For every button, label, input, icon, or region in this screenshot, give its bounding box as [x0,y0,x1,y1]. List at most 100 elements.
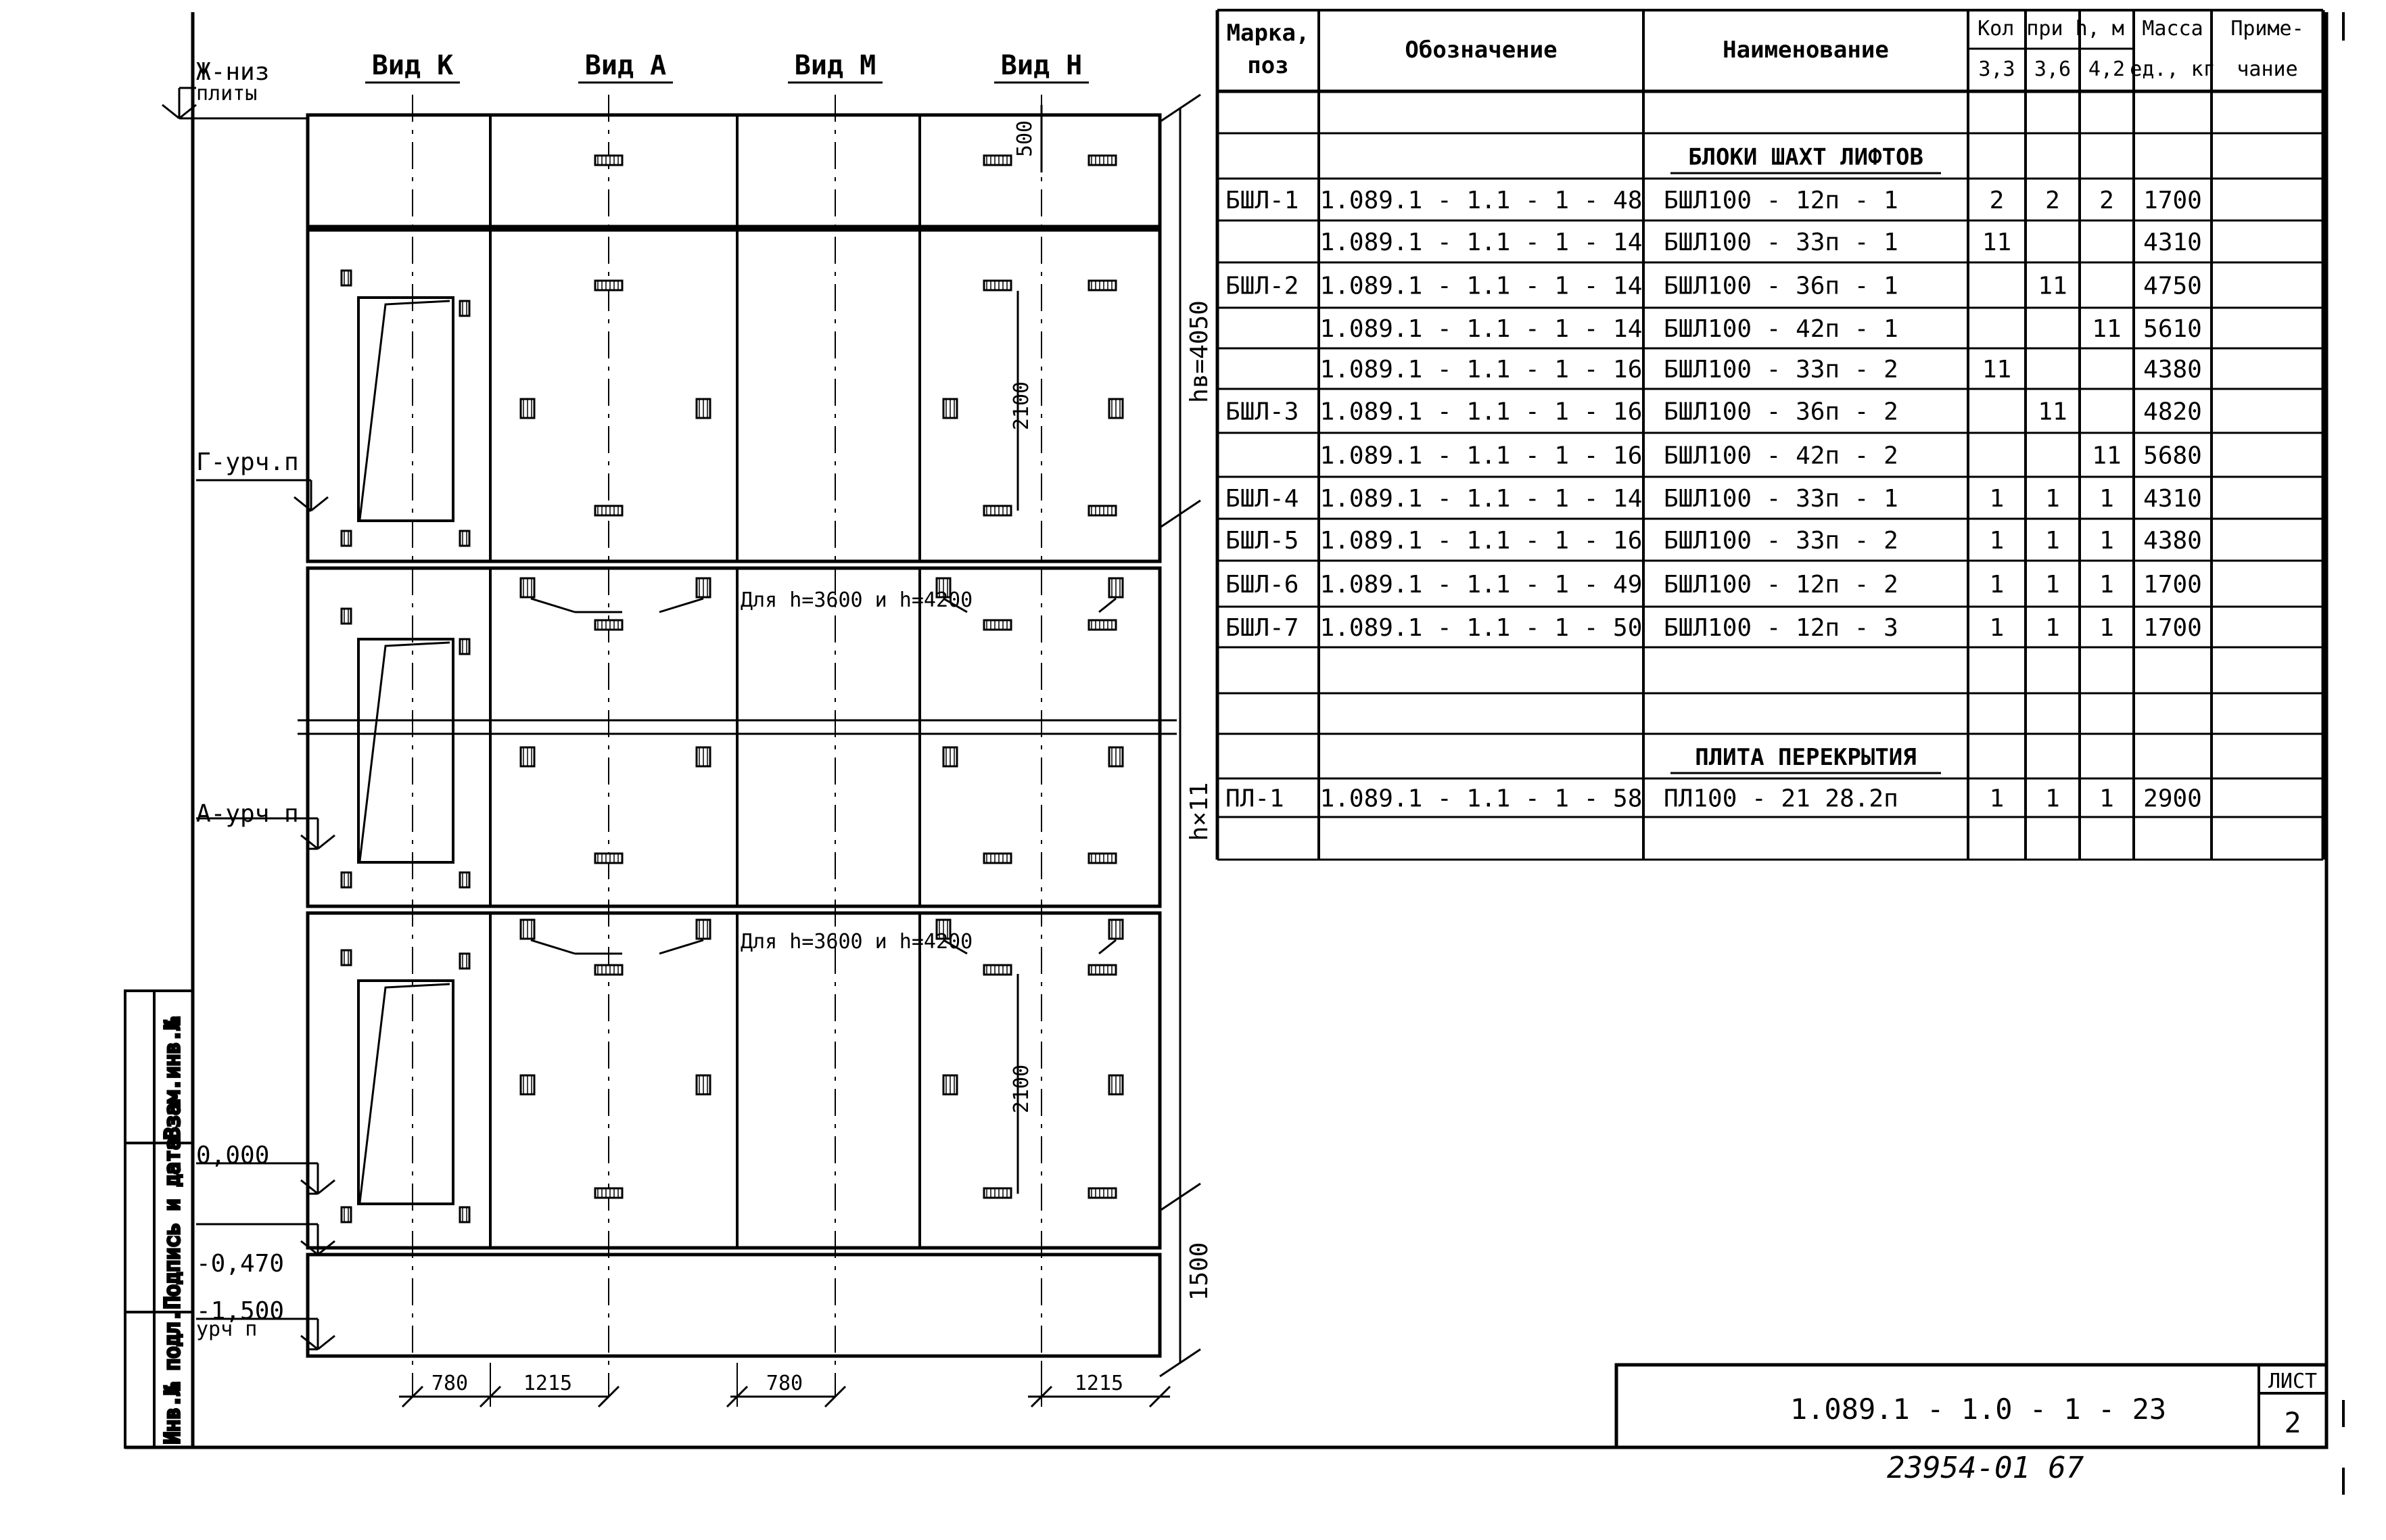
row-designation: 1.089.1 - 1.1 - 1 - 16 [1320,398,1643,426]
dim-bottom: 780 [766,1372,803,1395]
note-leader [530,939,576,955]
embed-plate [459,952,471,970]
section-title: БЛОКИ ШАХТ ЛИФТОВ [1688,144,1923,171]
row-designation: 1.089.1 - 1.1 - 1 - 16 [1320,356,1643,383]
row-name: БШЛ100 - 33п - 1 [1664,229,1898,256]
note-text: Для h=3600 и h=4200 [741,930,973,954]
row-qty: 1 [2099,485,2114,513]
row-qty: 11 [1982,229,2011,256]
row-qty: 1 [2099,785,2114,813]
dim-tick [1159,1348,1201,1378]
row-designation: 1.089.1 - 1.1 - 1 - 16 [1320,527,1643,555]
row-mass: 4310 [2143,485,2202,513]
note-leader [943,939,968,955]
row-qty: 1 [2099,571,2114,599]
row-designation: 1.089.1 - 1.1 - 1 - 50 [1320,614,1643,642]
row-qty: 11 [2038,273,2067,300]
row-qty: 1 [1990,571,2005,599]
level-label: Г-урч.п [196,448,299,476]
level-tick [162,103,180,120]
view-title-1: Вид А [585,50,666,81]
door-swing [358,983,450,1203]
row-name: БШЛ100 - 12п - 1 [1664,187,1898,214]
level-tick [317,834,335,850]
row-qty: 1 [2045,485,2060,513]
row-designation: 1.089.1 - 1.1 - 1 - 58 [1320,785,1643,813]
row-mark: БШЛ-6 [1225,571,1299,599]
panel-band [306,113,1162,229]
row-name: БШЛ100 - 33п - 2 [1664,356,1898,383]
row-designation: 1.089.1 - 1.1 - 1 - 14 [1320,229,1643,256]
header-mark: поз [1247,52,1288,79]
row-mass: 1700 [2143,187,2202,214]
embed-plate [459,871,471,889]
row-mass: 5680 [2143,442,2202,470]
dim-tick [597,1385,620,1408]
dim-hv: hв=4050 [1186,300,1213,403]
view-title-3: Вид Н [1001,50,1082,81]
row-designation: 1.089.1 - 1.1 - 1 - 14 [1320,485,1643,513]
header-name: Наименование [1723,37,1889,64]
row-name: БШЛ100 - 36п - 1 [1664,273,1898,300]
side-stamp-label: Подпись и дата [161,1138,185,1309]
header-note: чание [2237,57,2297,81]
level-label: -1,500 [196,1297,284,1325]
row-mark: БШЛ-3 [1225,398,1299,426]
door-swing [358,641,450,862]
dim-hx11: h×11 [1186,783,1213,841]
row-name: БШЛ100 - 12п - 2 [1664,571,1898,599]
title-block-frame [1614,1363,2329,1449]
row-qty: 11 [2038,398,2067,426]
view-title-0: Вид К [372,50,453,81]
dim-bottom: 1215 [523,1372,572,1395]
level-label: -0,470 [196,1250,284,1278]
door-opening [357,979,454,1205]
sheet-number: 2 [2284,1406,2301,1439]
row-mass: 1700 [2143,614,2202,642]
door-opening [357,638,454,864]
level-label: плиты [196,82,257,106]
note-leader [1098,597,1117,613]
row-mark: БШЛ-2 [1225,273,1299,300]
row-designation: 1.089.1 - 1.1 - 1 - 49 [1320,571,1643,599]
row-mark: ПЛ-1 [1225,785,1284,813]
row-mass: 1700 [2143,571,2202,599]
row-designation: 1.089.1 - 1.1 - 1 - 14 [1320,315,1643,343]
inventory-number: 23954-01 67 [1887,1451,2084,1485]
row-designation: 1.089.1 - 1.1 - 1 - 48 [1320,187,1643,214]
dim-500: 500 [1013,120,1037,157]
embed-plate [459,1206,471,1223]
embed-plate [340,871,352,889]
row-qty: 11 [1982,356,2011,383]
row-qty: 1 [2099,614,2114,642]
side-stamp-label: Взам.инв.№ [161,1017,185,1140]
level-label: урч п [196,1317,257,1341]
row-qty: 11 [2092,315,2121,343]
row-qty: 2 [2045,187,2060,214]
row-designation: 1.089.1 - 1.1 - 1 - 16 [1320,442,1643,470]
row-name: БШЛ100 - 33п - 1 [1664,485,1898,513]
embed-plate [459,638,471,655]
dim-1500: 1500 [1186,1242,1213,1301]
row-name: БШЛ100 - 42п - 1 [1664,315,1898,343]
dim-tick [824,1385,847,1408]
level-tick [310,496,329,512]
dim-tick [1159,93,1201,123]
header-designation: Обозначение [1405,37,1557,64]
drawing-code: 1.089.1 - 1.0 - 1 - 23 [1790,1393,2166,1426]
note-leader [659,597,704,613]
door-opening [357,296,454,522]
note-leader [943,597,968,613]
level-tick [317,1179,335,1195]
dim-tick [1159,499,1201,529]
row-qty: 2 [2099,187,2114,214]
row-qty: 1 [1990,785,2005,813]
level-tick [317,1334,335,1351]
row-mass: 4380 [2143,527,2202,555]
row-name: БШЛ100 - 42п - 2 [1664,442,1898,470]
